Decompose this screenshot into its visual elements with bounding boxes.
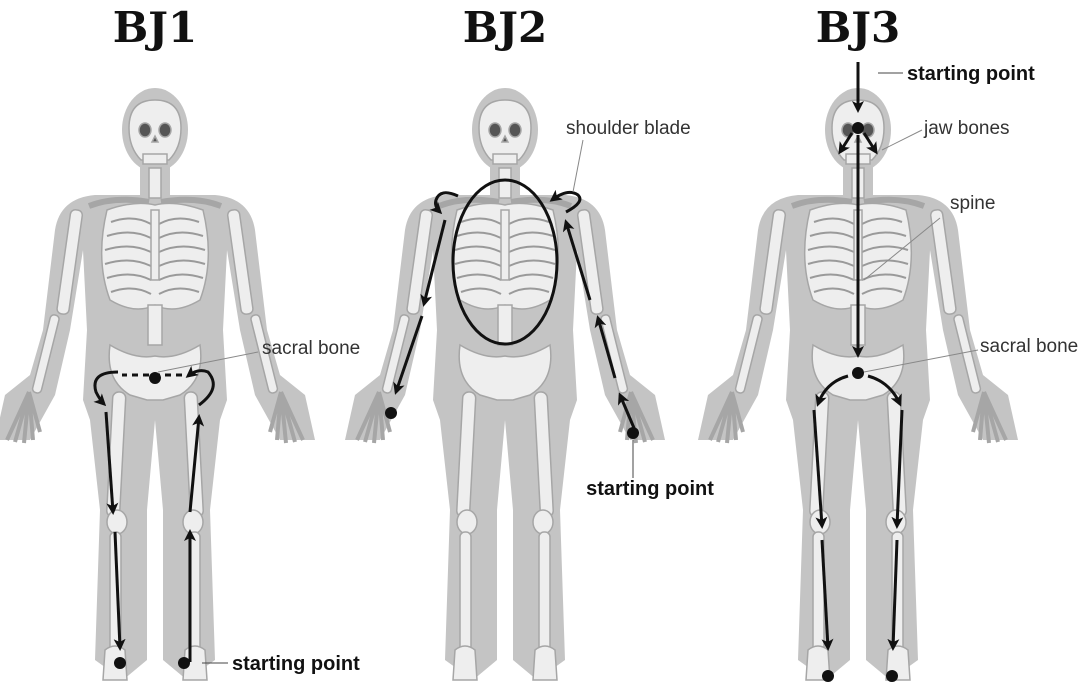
- starting-point-marker: [627, 427, 639, 439]
- end-point-marker: [114, 657, 126, 669]
- figure-title: BJ3: [816, 3, 901, 52]
- sacral-bone-label: sacral bone: [980, 336, 1078, 357]
- figure-bj1: BJ1 sacral bone starting point: [0, 3, 360, 680]
- skeleton-figure: [345, 88, 665, 680]
- end-point-marker: [385, 407, 397, 419]
- starting-point-label: starting point: [586, 478, 714, 500]
- starting-point-marker: [178, 657, 190, 669]
- sacral-point-marker: [149, 372, 161, 384]
- crown-point-marker: [852, 122, 864, 134]
- skeleton-figure: [0, 88, 315, 680]
- starting-point-label: starting point: [232, 653, 360, 675]
- figure-title: BJ1: [113, 3, 198, 52]
- jaw-bones-label: jaw bones: [923, 118, 1010, 139]
- starting-point-label: starting point: [907, 63, 1035, 85]
- figure-title: BJ2: [463, 3, 548, 52]
- sacral-point-marker: [852, 367, 864, 379]
- end-point-marker: [822, 670, 834, 682]
- figure-bj2: BJ2 shoulder blade starting point: [345, 3, 714, 680]
- figure-bj3: BJ3 starting point jaw bones spine sacra…: [698, 3, 1078, 682]
- sacral-bone-label: sacral bone: [262, 338, 360, 359]
- spine-label: spine: [950, 193, 995, 214]
- end-point-marker: [886, 670, 898, 682]
- shoulder-leader-line: [573, 140, 583, 192]
- shoulder-blade-label: shoulder blade: [566, 118, 691, 139]
